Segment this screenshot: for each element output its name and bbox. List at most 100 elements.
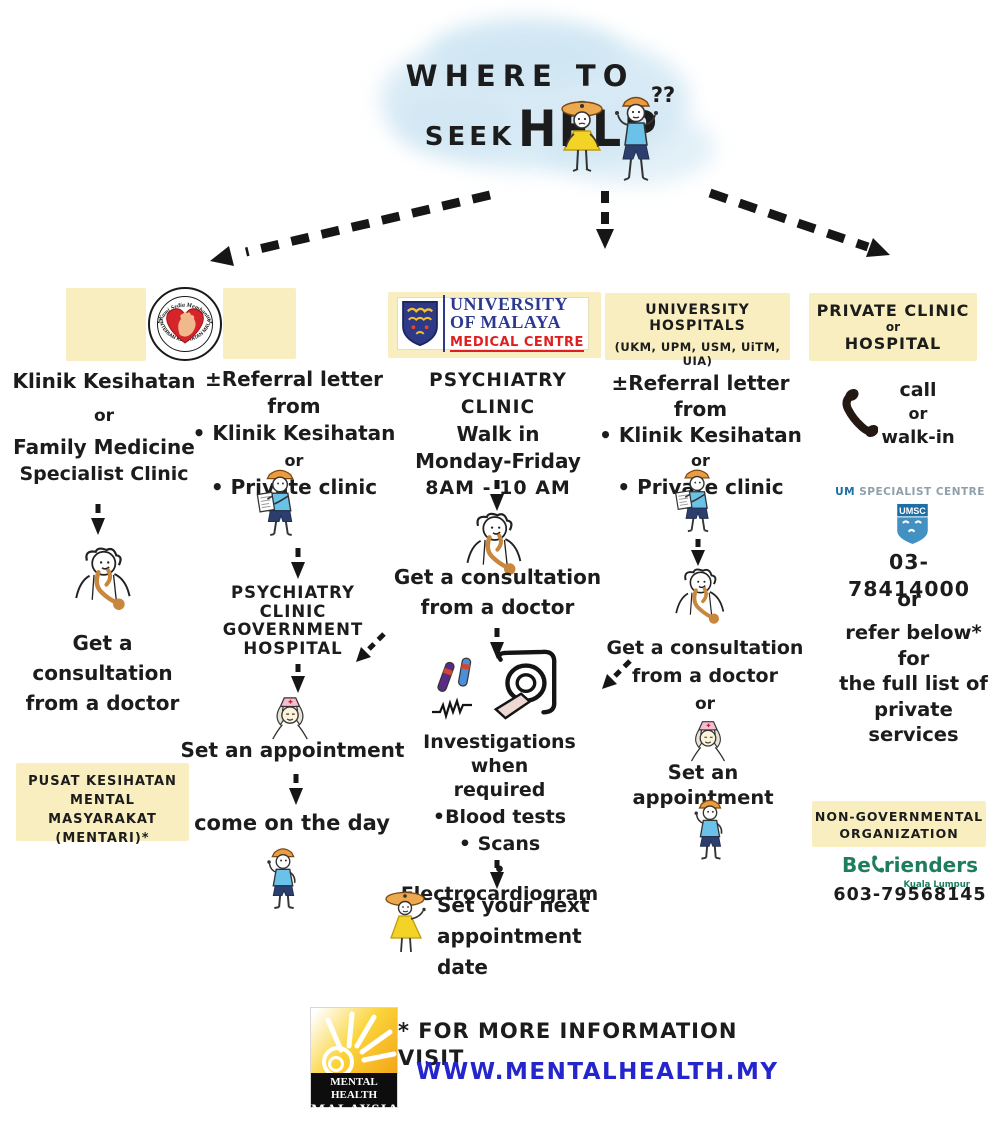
text-line: Walk in xyxy=(456,422,540,446)
text-line: NON-GOVERNMENTAL xyxy=(814,809,984,824)
nurse-icon xyxy=(690,721,726,762)
text-line: from a doctor xyxy=(420,595,575,619)
down-arrow xyxy=(490,480,504,511)
sun-rays xyxy=(322,1011,397,1076)
text-line: walk-in xyxy=(881,427,955,448)
text-line: Family Medicine xyxy=(13,435,195,460)
text-line: • Scans xyxy=(458,833,541,855)
doctor-with-stethoscope-icon xyxy=(675,568,725,624)
refer-below-text: refer below* for the full list of privat… xyxy=(836,620,991,748)
text-line: HOSPITAL xyxy=(844,334,942,353)
down-arrow xyxy=(490,860,504,889)
text-line: from a doctor xyxy=(632,665,778,687)
befrienders-subtext: Kuala Lumpur xyxy=(903,880,971,890)
ummc-clinic-text: PSYCHIATRY CLINIC Walk in Monday-Friday … xyxy=(392,367,604,502)
ummc-consult-text: Get a consultation from a doctor xyxy=(390,562,605,622)
uni-referral-text: ±Referral letter from • Klinik Kesihatan… xyxy=(598,370,803,500)
down-arrow xyxy=(490,628,504,659)
umsc-phone-number: 03-78414000 xyxy=(847,550,971,601)
text-line: Get a consultation xyxy=(393,565,602,589)
ct-scanner-icon xyxy=(493,649,557,720)
person-holding-letter-icon xyxy=(674,469,710,533)
doctor-with-stethoscope-icon xyxy=(466,512,522,575)
ngo-box: NON-GOVERNMENTAL ORGANIZATION xyxy=(812,801,986,847)
footer-url: WWW.MENTALHEALTH.MY xyxy=(416,1059,779,1085)
klinik-consult-text: Get a consultation from a doctor xyxy=(0,628,205,718)
text-line: • Klinik Kesihatan xyxy=(599,423,802,447)
down-arrow xyxy=(691,539,705,566)
text-line: required xyxy=(453,779,546,801)
text-line: ±Referral letter from xyxy=(611,371,790,421)
uni-set-appointment: Set an appointment xyxy=(632,761,774,810)
text-line: or xyxy=(93,406,115,426)
down-arrow xyxy=(91,504,105,535)
confused-man-icon xyxy=(615,96,658,181)
gov-referral-text: ±Referral letter from • Klinik Kesihatan… xyxy=(188,366,400,501)
text-line: MENTAL MASYARAKAT xyxy=(48,793,157,827)
text-line: UNIVERSITY xyxy=(450,294,569,314)
text-line: CLINIC xyxy=(259,601,327,621)
call-or-walkin-text: call or walk-in xyxy=(876,378,960,450)
text-line: MEDICAL CENTRE xyxy=(450,335,584,352)
text-line: appointment date xyxy=(437,924,582,979)
befrienders-phone-number: 603-79568145 xyxy=(833,885,987,905)
text-line: UNIVERSITY HOSPITALS xyxy=(645,302,750,334)
down-left-arrow xyxy=(356,632,386,662)
text-line: (MENTARI)* xyxy=(55,831,150,846)
private-clinic-box: PRIVATE CLINIC or HOSPITAL xyxy=(809,293,977,361)
umsc-brand-rest: SPECIALIST CENTRE xyxy=(855,486,985,498)
text-line: HOSPITAL xyxy=(243,638,343,658)
down-left-arrow xyxy=(602,659,632,689)
text-line: Klinik Kesihatan xyxy=(12,369,196,393)
footer-note: * FOR MORE INFORMATION VISIT xyxy=(398,1019,738,1071)
question-marks: ?? xyxy=(650,83,676,107)
text-line: private services xyxy=(868,697,959,747)
patient-standing-icon xyxy=(694,799,723,860)
text-line: or xyxy=(908,404,928,423)
university-of-malaya-crest xyxy=(402,300,438,347)
text-line: Set your next xyxy=(437,893,590,917)
blood-test-tubes-icon xyxy=(432,657,472,720)
text-line: or xyxy=(284,451,304,470)
text-line: Monday-Friday xyxy=(415,449,581,473)
mental-health-malaysia-logo: MENTAL HEALTH MALAYSIA xyxy=(310,1007,398,1118)
ummc-next-appointment-text: Set your next appointment date xyxy=(437,890,627,983)
text-line: MALAYSIA xyxy=(311,1102,400,1118)
text-line: ORGANIZATION xyxy=(839,826,959,841)
umsc-shield-logo: UMSC xyxy=(897,503,928,545)
ministry-of-health-malaysia-logo: • Kami Sedia Membantu • KEMENTERIAN KESI… xyxy=(147,286,222,361)
text-line: or xyxy=(691,451,710,470)
text-line: •Blood tests xyxy=(432,806,567,828)
patient-standing-icon xyxy=(267,848,296,910)
text-line: Specialist Clinic xyxy=(19,463,189,486)
mentari-text: PUSAT KESIHATAN MENTAL MASYARAKAT (MENTA… xyxy=(16,772,189,848)
umsc-brand-text: UM SPECIALIST CENTRE xyxy=(826,486,994,500)
text-line: OF MALAYA xyxy=(450,312,562,332)
befrienders-phone-icon xyxy=(872,855,884,873)
gov-come-on-day: come on the day xyxy=(194,811,390,835)
mhm-logo-band: MENTAL HEALTH MALAYSIA xyxy=(311,1073,398,1118)
doctor-with-stethoscope-icon xyxy=(75,547,131,610)
phone-receiver-icon xyxy=(842,388,878,438)
text-line: PSYCHIATRY CLINIC xyxy=(429,370,567,418)
text-line: PSYCHIATRY xyxy=(231,583,355,602)
text-line: PUSAT KESIHATAN xyxy=(28,774,177,789)
text-line: or xyxy=(694,694,716,714)
moh-header-box-right xyxy=(223,288,296,359)
private-or-text: or xyxy=(897,587,921,611)
mentari-box: PUSAT KESIHATAN MENTAL MASYARAKAT (MENTA… xyxy=(16,763,189,846)
page-title: WHERE TO xyxy=(405,59,635,93)
down-arrow xyxy=(291,548,305,579)
text-line: • Private clinic xyxy=(210,475,378,499)
cloud-background xyxy=(395,95,515,155)
text-line: Get a consultation xyxy=(606,637,804,659)
branch-arrows xyxy=(210,188,890,266)
ummc-investigations-text: Investigations when required •Blood test… xyxy=(392,730,607,906)
text-line: Investigations when xyxy=(423,731,576,777)
moh-header-box-left xyxy=(66,288,146,361)
text-line: refer below* for xyxy=(845,621,982,670)
text-line: • Klinik Kesihatan xyxy=(192,421,396,445)
worried-woman-icon xyxy=(561,100,603,172)
text-line: MENTAL HEALTH xyxy=(330,1076,378,1101)
